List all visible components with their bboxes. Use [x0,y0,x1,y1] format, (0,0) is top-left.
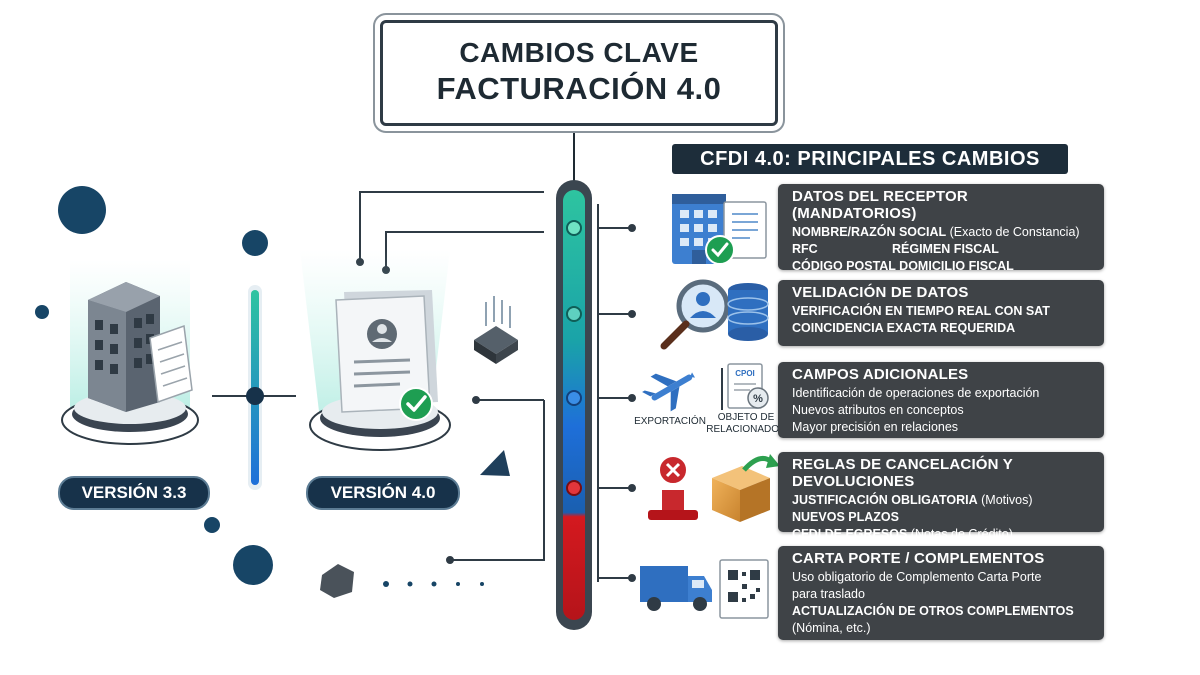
card-datos-receptor: DATOS DEL RECEPTOR (MANDATORIOS) NOMBRE/… [778,184,1104,273]
title-line-1: CAMBIOS CLAVE [459,37,699,68]
card-line-strong: COINCIDENCIA EXACTA REQUERIDA [792,321,1016,335]
check-icon [705,235,735,265]
section-header: CFDI 4.0: PRINCIPALES CAMBIOS [672,144,1068,174]
database-icon [727,283,769,341]
card-reglas-cancelacion: REGLAS DE CANCELACIÓN Y DEVOLUCIONES JUS… [778,452,1104,541]
main-timeline-tube [556,180,592,630]
card-line: Identificación de operaciones de exporta… [792,386,1040,400]
cpoi-label: CPOI [735,369,755,378]
card-title: DATOS DEL RECEPTOR (MANDATORIOS) [792,188,968,222]
return-box-icon [712,454,780,522]
card-line: para traslado [792,587,865,601]
card-campos-adicionales: CAMPOS ADICIONALES Identificación de ope… [778,362,1104,438]
version-3-3-pill: VERSIÓN 3.3 [58,476,210,510]
card-validacion-datos: VELIDACIÓN DE DATOS VERIFICACIÓN EN TIEM… [778,280,1104,346]
magnifier-user-icon [660,279,730,350]
card-line: CFDI DE EGRESOS (Notas de Crédito) [792,526,1094,543]
title-line-2: FACTURACIÓN 4.0 [436,71,722,106]
card-line: VERIFICACIÓN EN TIEMPO REAL CON SAT [792,303,1094,320]
exportacion-label: EXPORTACIÓN [634,416,706,427]
cancel-stamp-icon [648,455,698,520]
card-line: Mayor precisión en relaciones [792,420,959,434]
qr-document-icon [719,559,769,619]
card-line-note: (Motivos) [977,493,1033,507]
card-line-note: (Notas de Crédito) [907,527,1013,541]
card-line-note: (Exacto de Constancia) [946,225,1080,239]
truck-icon [640,566,712,611]
objeto-label-line-1: OBJETO DE [717,412,775,423]
document-3d-icon [300,250,451,451]
card-line: RFC RÉGIMEN FISCAL [792,241,1094,258]
version-divider [212,285,296,490]
card-line-strong: ACTUALIZACIÓN DE OTROS COMPLEMENTOS [792,604,1074,618]
card-line-strong: VERIFICACIÓN EN TIEMPO REAL CON SAT [792,304,1050,318]
title-box: CAMBIOS CLAVE FACTURACIÓN 4.0 [380,20,778,126]
chip-icon [474,296,518,364]
card-title: CARTA PORTE / COMPLEMENTOS [792,550,1045,567]
card-line-strong: NUEVOS PLAZOS [792,510,899,524]
card-line-strong: RÉGIMEN FISCAL [892,242,999,256]
card-line: JUSTIFICACIÓN OBLIGATORIA (Motivos) [792,492,1094,509]
card-title: REGLAS DE CANCELACIÓN Y DEVOLUCIONES [792,456,1013,490]
card-line: COINCIDENCIA EXACTA REQUERIDA [792,320,1094,337]
document-icon [723,201,767,259]
card-line: NOMBRE/RAZÓN SOCIAL (Exacto de Constanci… [792,224,1094,241]
card-title: VELIDACIÓN DE DATOS [792,284,969,301]
card-line: ACTUALIZACIÓN DE OTROS COMPLEMENTOS [792,603,1094,620]
version-4-0-pill: VERSIÓN 4.0 [306,476,460,510]
document-percent-icon: % [727,363,769,409]
airplane-icon [642,372,696,412]
building-3d-icon [61,260,199,445]
card-line-strong: CFDI DE EGRESOS [792,527,908,541]
card-line: (Nómina, etc.) [792,621,871,635]
card-line-strong: JUSTIFICACIÓN OBLIGATORIA [792,493,978,507]
card-carta-porte: CARTA PORTE / COMPLEMENTOS Uso obligator… [778,546,1104,640]
card-line-strong: NOMBRE/RAZÓN SOCIAL [792,225,947,239]
card-line-strong: CÓDIGO POSTAL DOMICILIO FISCAL [792,259,1014,273]
objeto-label-line-2: RELACIONADOS [706,424,786,435]
svg-text:%: % [753,393,763,405]
card-line-strong: RFC [792,242,818,256]
card-line: CÓDIGO POSTAL DOMICILIO FISCAL [792,258,1094,275]
card-line: Uso obligatorio de Complemento Carta Por… [792,570,1042,584]
card-line: NUEVOS PLAZOS [792,509,1094,526]
card-title: CAMPOS ADICIONALES [792,366,969,383]
card-line: Nuevos atributos en conceptos [792,403,964,417]
objeto-label: OBJETO DE RELACIONADOS [704,412,788,436]
